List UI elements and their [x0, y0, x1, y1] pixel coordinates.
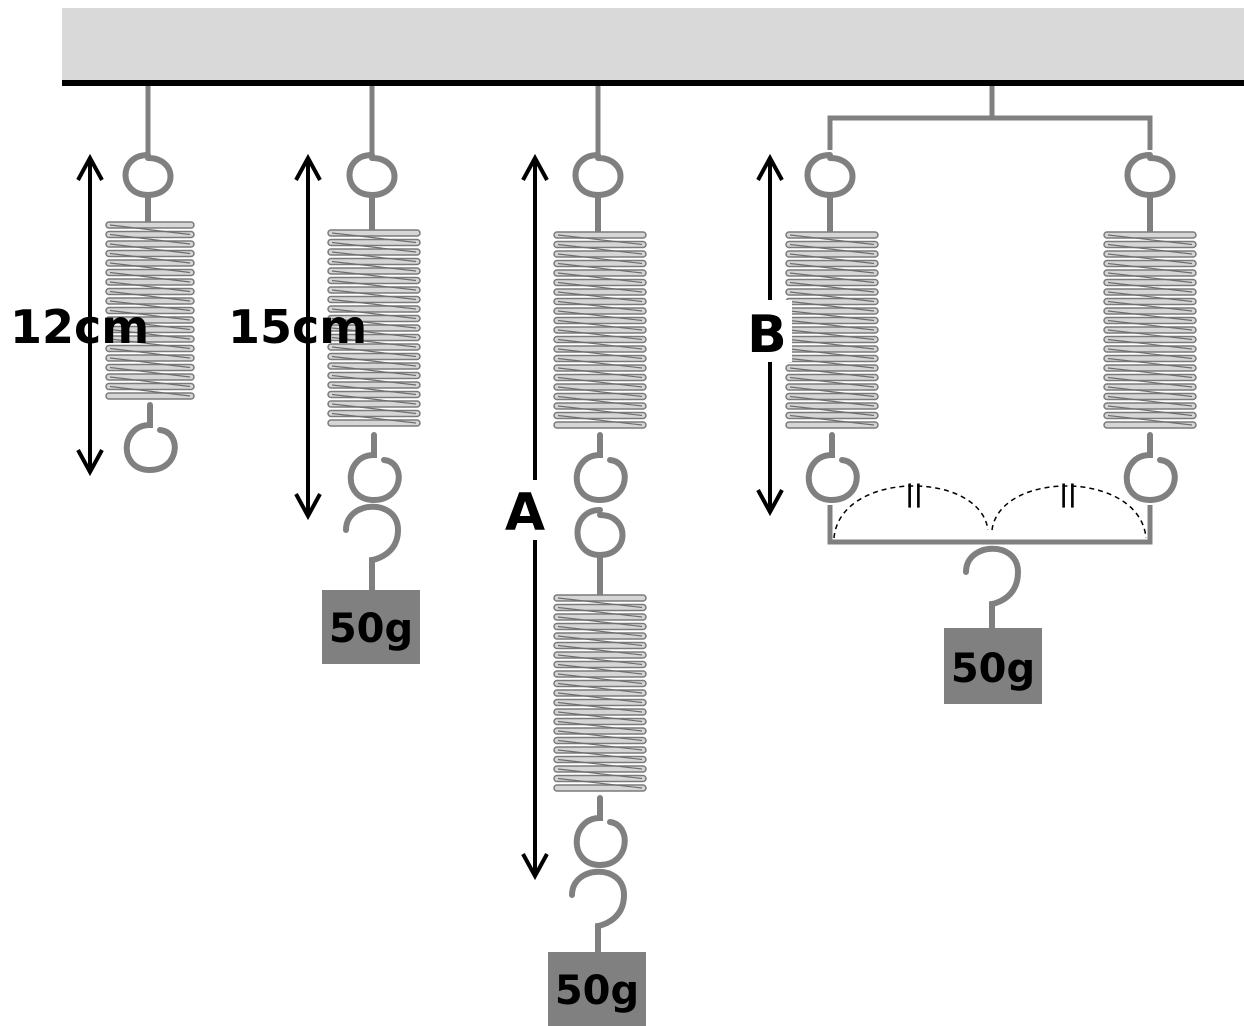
spring-coil-2 [327, 229, 421, 427]
weight-2-label: 50g [555, 968, 639, 1014]
spring-coil-4b [1103, 231, 1197, 429]
spring-series [553, 86, 647, 958]
spring-parallel [785, 86, 1197, 635]
spring-coil-4a [785, 231, 879, 429]
length-arrow-12cm [76, 153, 104, 477]
equal-mark-right: || [1059, 480, 1077, 508]
weight-3-label: 50g [951, 646, 1035, 692]
label-12cm: 12cm [10, 300, 149, 354]
spring-natural [105, 86, 195, 474]
spring-coil-3a [553, 231, 647, 429]
length-arrow-15cm [294, 153, 322, 521]
weight-1: 50g [322, 590, 420, 664]
spring-stretched [327, 86, 421, 595]
label-15cm: 15cm [228, 300, 367, 354]
spring-coil-1 [105, 221, 195, 400]
weight-1-label: 50g [329, 606, 413, 652]
label-A: A [505, 483, 545, 543]
equal-mark-left: || [905, 480, 923, 508]
label-B: B [747, 305, 787, 365]
weight-3: 50g [944, 628, 1042, 704]
weight-2: 50g [548, 952, 646, 1026]
spring-coil-3b [553, 594, 647, 792]
ceiling [62, 8, 1244, 82]
